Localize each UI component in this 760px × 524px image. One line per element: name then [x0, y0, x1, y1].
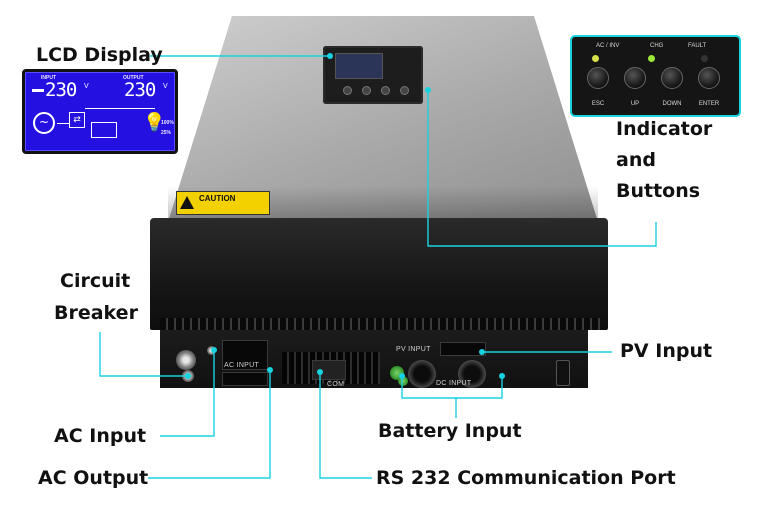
caution-sticker: CAUTION — [176, 191, 270, 215]
callout-circuit-line2: Breaker — [54, 302, 138, 324]
fault-led — [701, 55, 708, 62]
com-port-label: COM — [327, 381, 345, 388]
lcd-flow-line-2 — [85, 108, 155, 109]
device-enter-button[interactable] — [400, 86, 409, 95]
ac-input-terminal[interactable] — [222, 340, 268, 370]
down-button[interactable] — [661, 67, 683, 89]
breaker-screw — [207, 346, 216, 355]
rs232-port[interactable] — [312, 360, 346, 380]
callout-battery-input: Battery Input — [378, 420, 522, 442]
device-down-button[interactable] — [381, 86, 390, 95]
sine-wave-icon: ~ — [33, 112, 55, 134]
fault-indicator-label: FAULT — [688, 43, 707, 49]
lcd-output-value: 230 — [124, 79, 156, 101]
breaker-reset[interactable] — [182, 370, 194, 382]
callout-indicator-line3: Buttons — [616, 180, 701, 202]
lcd-output-unit: V — [163, 83, 168, 90]
chg-indicator-label: CHG — [650, 43, 664, 49]
down-label: DOWN — [662, 101, 682, 107]
ac-inv-led — [592, 55, 599, 62]
pv-port-label: PV INPUT — [396, 346, 431, 353]
power-switch[interactable] — [556, 360, 570, 386]
lcd-output-label: OUTPUT — [123, 75, 144, 81]
lcd-input-unit: V — [84, 83, 89, 90]
front-vents — [160, 318, 600, 330]
battery-icon — [91, 122, 117, 138]
lcd-battery-percent: 25% — [161, 130, 172, 136]
esc-label: ESC — [591, 101, 605, 107]
lcd-input-label: INPUT — [41, 75, 56, 81]
ac-inv-indicator-label: AC / INV — [596, 43, 620, 49]
dc-input-connector-1[interactable] — [408, 360, 436, 388]
circuit-breaker-knob[interactable] — [176, 350, 196, 370]
ac-output-terminal[interactable] — [222, 372, 268, 386]
callout-indicator-line1: Indicator — [616, 118, 713, 140]
up-button[interactable] — [624, 67, 646, 89]
bulb-icon: 💡 — [143, 112, 166, 133]
lcd-flow-line-1 — [57, 123, 69, 124]
dc-port-label: DC INPUT — [436, 380, 472, 387]
lcd-ac-bar — [32, 89, 44, 92]
device-up-button[interactable] — [362, 86, 371, 95]
lcd-load-percent: 100% — [161, 120, 174, 126]
pv-input-terminal[interactable] — [440, 342, 486, 356]
callout-indicator-line2: and — [616, 149, 656, 171]
device-lcd-screen — [335, 53, 383, 79]
callout-pv-input: PV Input — [620, 340, 713, 362]
caution-text: CAUTION — [199, 194, 236, 203]
callout-lcd-display: LCD Display — [36, 44, 163, 66]
inverter-icon: ⇄ — [69, 112, 85, 128]
chg-led — [648, 55, 655, 62]
device-esc-button[interactable] — [343, 86, 352, 95]
callout-rs232: RS 232 Communication Port — [376, 467, 676, 489]
battery-connector-small[interactable] — [398, 376, 408, 386]
callout-circuit-line1: Circuit — [60, 270, 131, 292]
callout-ac-output: AC Output — [38, 467, 149, 489]
warning-icon — [180, 196, 194, 209]
up-label: UP — [630, 101, 640, 107]
inverter-front-panel — [150, 218, 608, 330]
esc-button[interactable] — [587, 67, 609, 89]
lcd-input-value: 230 — [45, 79, 77, 101]
ac-input-port-label: AC INPUT — [224, 362, 260, 369]
callout-ac-input: AC Input — [54, 425, 147, 447]
enter-label: ENTER — [698, 101, 720, 107]
enter-button[interactable] — [698, 67, 720, 89]
indicator-buttons-inset: AC / INV CHG FAULT ESC UP DOWN ENTER — [570, 35, 741, 117]
lcd-display-inset: INPUT OUTPUT 230 V 230 V ~ ⇄ 💡 100% 25% — [22, 69, 178, 154]
